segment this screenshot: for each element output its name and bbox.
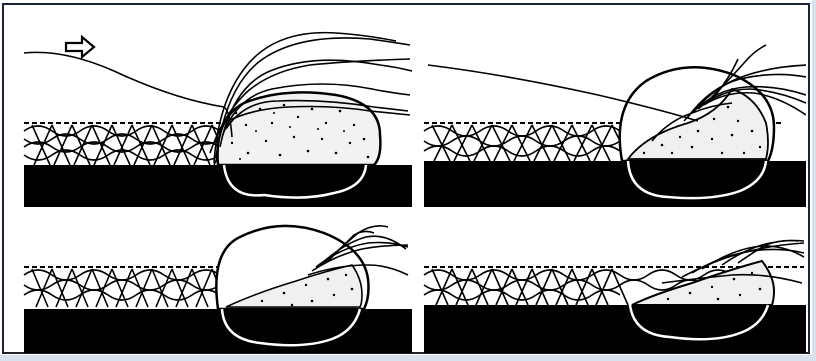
panel-3	[22, 217, 414, 353]
panel-1	[22, 13, 414, 207]
panel-4	[422, 217, 806, 353]
solid-base	[424, 161, 806, 207]
figure-frame	[2, 3, 810, 354]
right-arrow-icon	[66, 37, 94, 57]
panel-2	[422, 13, 806, 207]
solid-base	[24, 309, 412, 353]
